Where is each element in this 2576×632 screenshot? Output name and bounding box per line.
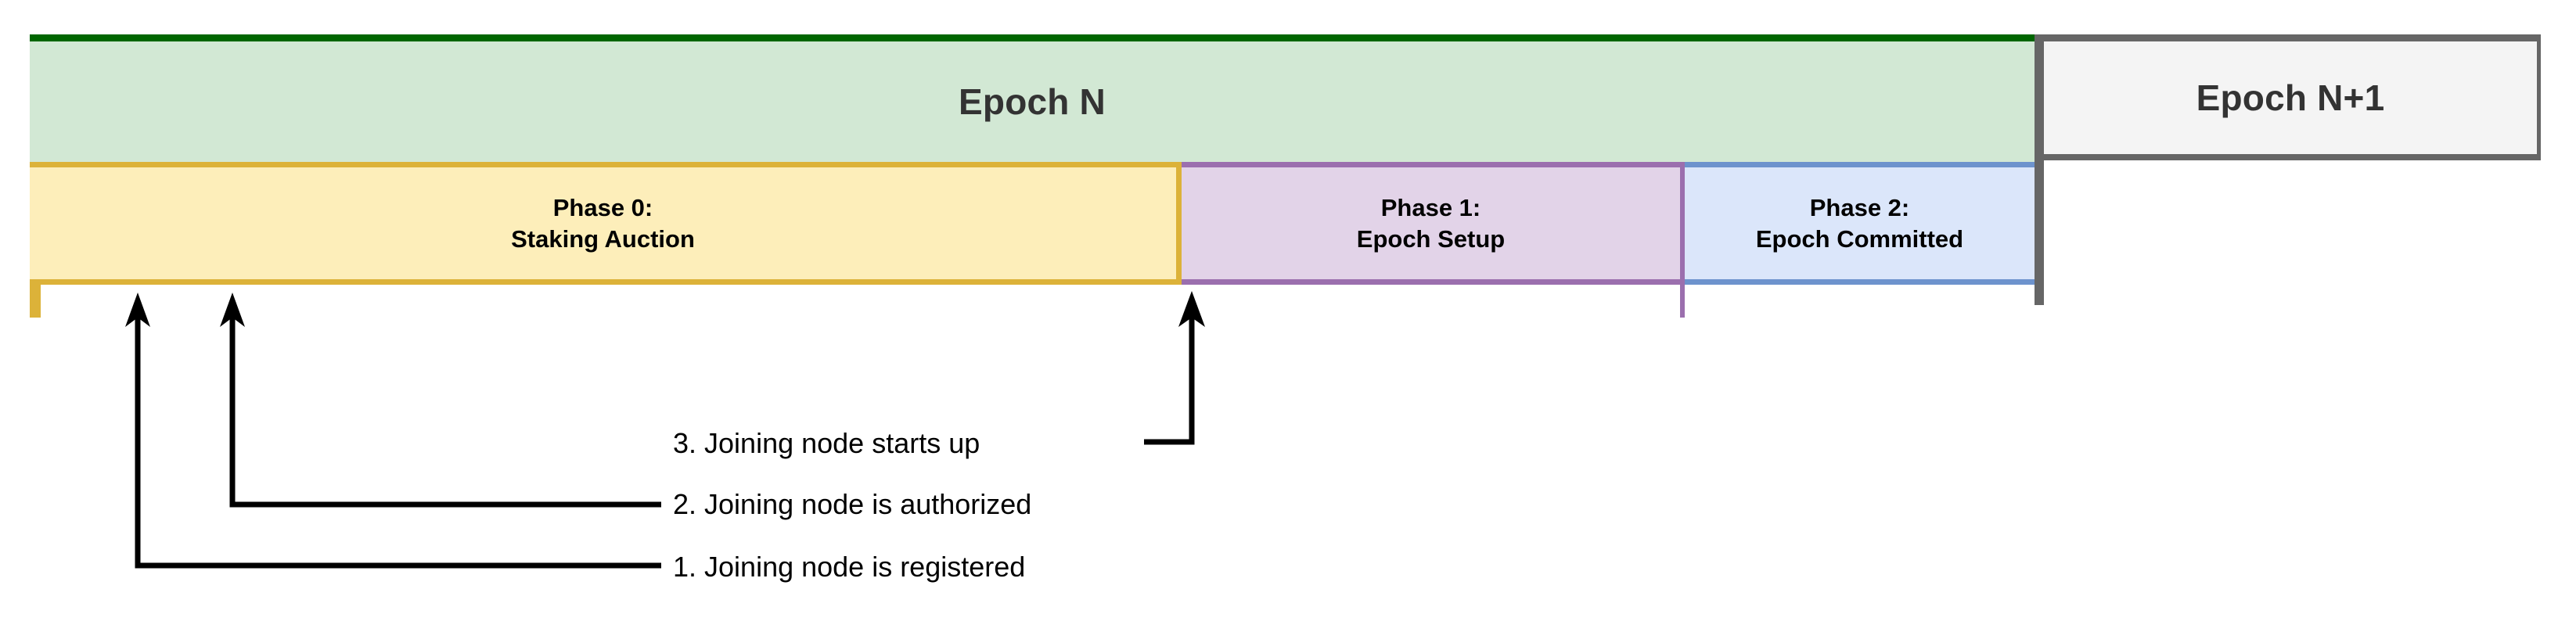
phase-1-title: Phase 1: <box>1380 193 1481 221</box>
callout-3-connector <box>1144 291 1205 445</box>
phase-2-title: Phase 2: <box>1809 193 1910 221</box>
phase-1-subtitle: Epoch Setup <box>1356 224 1506 253</box>
callout-1-label: 1. Joining node is registered <box>673 551 1026 583</box>
phase-0-subtitle: Staking Auction <box>511 224 695 253</box>
phase-2-band: Phase 2: Epoch Committed <box>1685 162 2035 285</box>
epoch-boundary-divider <box>2035 34 2044 305</box>
phase-0-band: Phase 0: Staking Auction <box>30 162 1182 285</box>
epoch-n-label: Epoch N <box>959 81 1106 122</box>
callout-3-arrowhead <box>1178 291 1205 327</box>
epoch-n-plus-1-band: Epoch N+1 <box>2044 34 2541 160</box>
callout-2-arrowhead <box>220 293 245 327</box>
callout-1-connector <box>125 293 661 569</box>
callout-2-connector <box>220 293 661 508</box>
phase-1-right-edge-bar <box>1680 162 1685 318</box>
epoch-n-plus-1-label: Epoch N+1 <box>2196 77 2385 118</box>
phase-2-subtitle: Epoch Committed <box>1755 224 1964 253</box>
epoch-n-band: Epoch N <box>30 34 2035 162</box>
callout-1-arrowhead <box>125 293 150 327</box>
callout-3-label: 3. Joining node starts up <box>673 427 980 459</box>
phase-1-band: Phase 1: Epoch Setup <box>1182 162 1684 285</box>
phase-0-title: Phase 0: <box>552 193 653 221</box>
callout-2-label: 2. Joining node is authorized <box>673 488 1032 520</box>
